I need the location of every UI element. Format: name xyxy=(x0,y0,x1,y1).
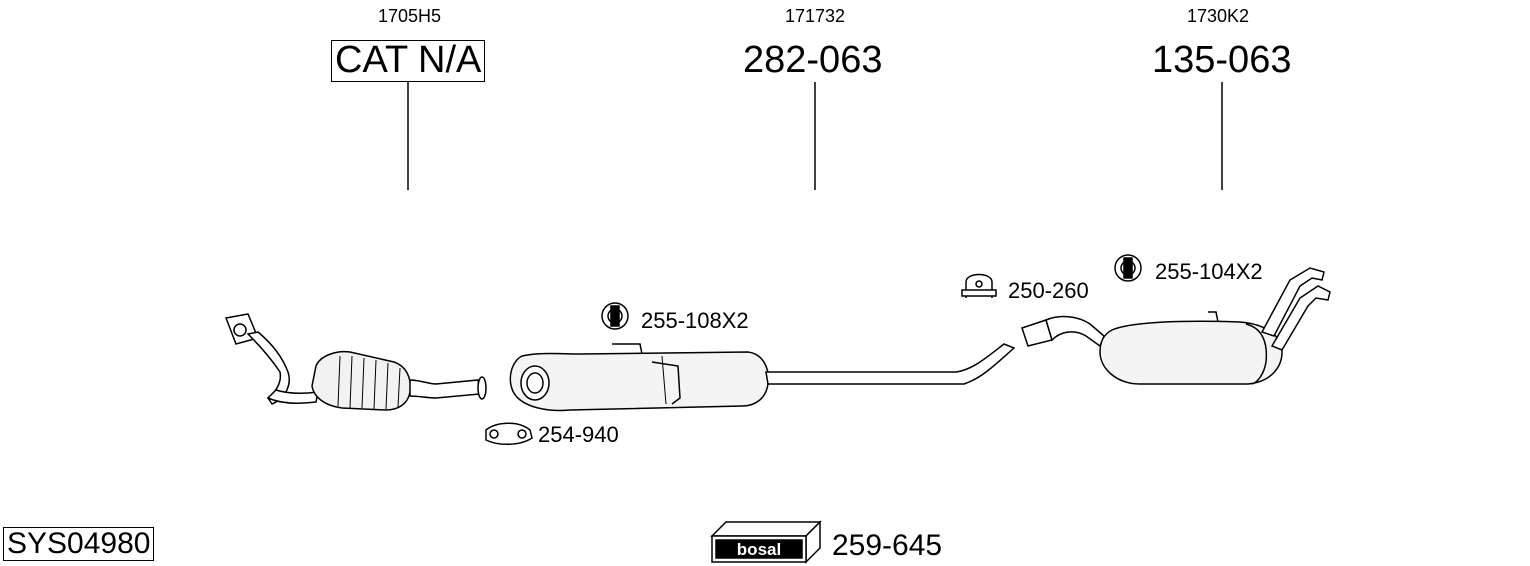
rubber-mount-icon[interactable] xyxy=(1114,254,1142,282)
rubber-mount-rear-label[interactable]: 255-104X2 xyxy=(1155,259,1263,284)
rear-silencer-icon[interactable] xyxy=(1021,267,1331,385)
catalyst-part-number[interactable]: CAT N/A xyxy=(331,40,486,82)
catalyst-icon[interactable] xyxy=(224,313,487,411)
rear-silencer-part-number[interactable]: 135-063 xyxy=(1152,39,1292,81)
rubber-mount-icon[interactable] xyxy=(601,302,629,330)
exhaust-clamp-icon[interactable] xyxy=(485,422,533,445)
middle-silencer-part-number[interactable]: 282-063 xyxy=(743,39,883,81)
rubber-mount-mid-label[interactable]: 255-108X2 xyxy=(641,308,749,333)
bosal-brand-text: bosal xyxy=(737,540,781,559)
middle-silencer-code: 171732 xyxy=(785,6,846,26)
rear-silencer-code: 1730K2 xyxy=(1187,6,1250,26)
catalyst-code: 1705H5 xyxy=(378,6,442,26)
clamp-rear-label[interactable]: 250-260 xyxy=(1008,278,1089,303)
u-bolt-clamp-icon[interactable] xyxy=(961,273,997,299)
bosal-box-icon[interactable]: bosal xyxy=(710,520,822,564)
clamp-front-label[interactable]: 254-940 xyxy=(538,422,619,447)
middle-silencer-icon[interactable] xyxy=(509,343,1016,412)
system-code: SYS04980 xyxy=(3,527,155,561)
fitting-kit-part-number[interactable]: 259-645 xyxy=(832,529,943,562)
